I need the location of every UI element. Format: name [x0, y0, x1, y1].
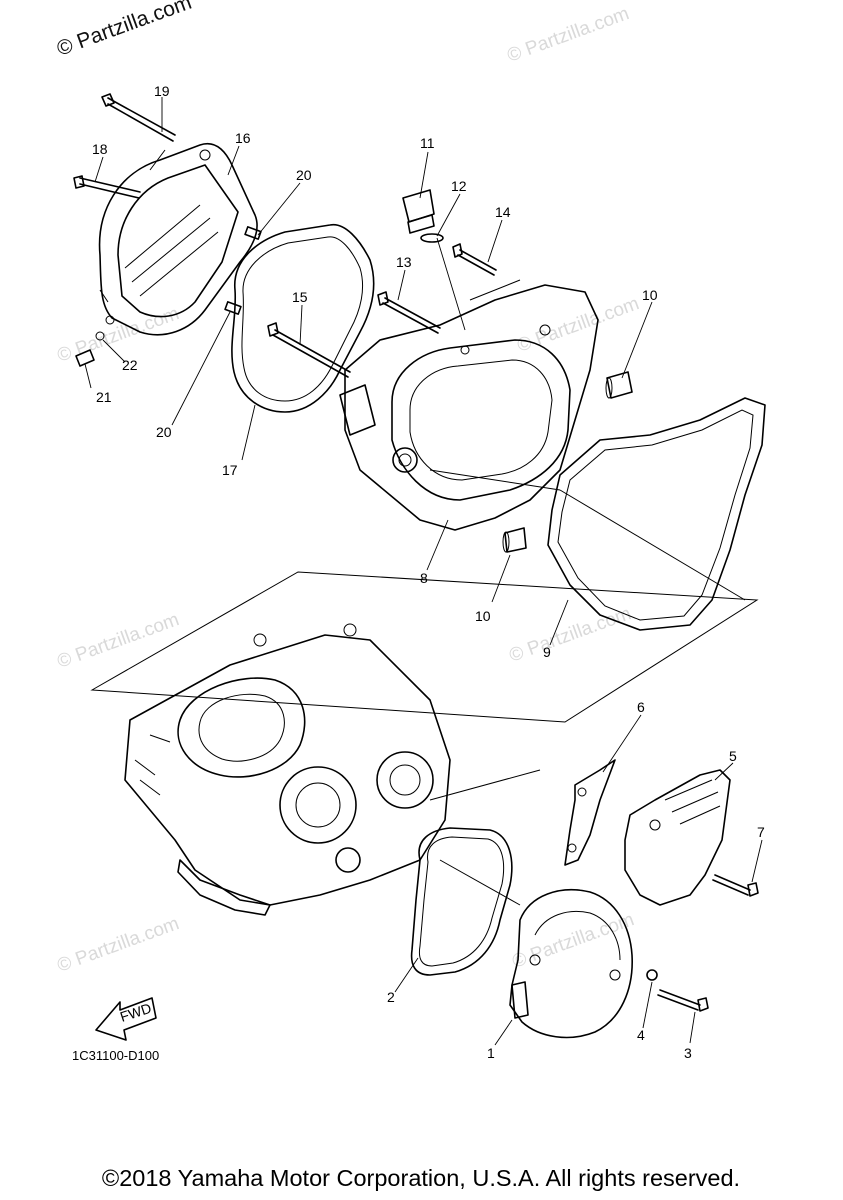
sprocket-cover [624, 769, 731, 906]
callout-number: 12 [451, 178, 467, 194]
crankcase-cover-gasket [547, 397, 766, 631]
generator-cover [509, 889, 633, 1039]
callout-number: 8 [420, 570, 428, 586]
callout-number: 5 [729, 748, 737, 764]
callout-number: 19 [154, 83, 170, 99]
callout-number: 7 [757, 824, 765, 840]
callout-number: 6 [637, 699, 645, 715]
crankcase-cover [339, 284, 599, 531]
callout-number: 13 [396, 254, 412, 270]
callout-number: 9 [543, 644, 551, 660]
watermark: © Partzilla.com [515, 293, 642, 357]
callout-labels: 1 2 3 4 5 6 7 8 9 10 10 11 12 13 14 15 1… [92, 83, 765, 1061]
callout-number: 20 [296, 167, 312, 183]
clutch-cover [98, 143, 258, 336]
leader-lines [84, 97, 763, 1046]
watermark: © Partzilla.com [55, 609, 182, 673]
cover-bolts [73, 93, 262, 367]
generator-cover-gasket [410, 827, 513, 976]
watermark: © Partzilla.com [55, 913, 182, 977]
callout-number: 15 [292, 289, 308, 305]
watermark: © Partzilla.com [505, 3, 632, 67]
copyright-notice: ©2018 Yamaha Motor Corporation, U.S.A. A… [102, 1165, 740, 1191]
callout-number: 10 [475, 608, 491, 624]
crankcase [90, 571, 759, 916]
watermark: © Partzilla.com [507, 603, 634, 667]
callout-number: 4 [637, 1027, 645, 1043]
dowel-pins [502, 371, 633, 553]
callout-number: 21 [96, 389, 112, 405]
callout-number: 1 [487, 1045, 495, 1061]
cover-bolts-lower [646, 874, 759, 1012]
callout-number: 16 [235, 130, 251, 146]
callout-number: 22 [122, 357, 138, 373]
callout-number: 17 [222, 462, 238, 478]
cover-plate [564, 759, 616, 866]
callout-number: 20 [156, 424, 172, 440]
callout-number: 11 [420, 135, 435, 151]
clutch-cover-gasket [231, 224, 375, 413]
watermark-group: © Partzilla.com © Partzilla.com © Partzi… [55, 3, 642, 977]
diagram-code: 1C31100-D100 [72, 1048, 159, 1063]
filler-cap [267, 189, 497, 378]
watermark-top: © Partzilla.com [54, 0, 195, 61]
callout-number: 14 [495, 204, 511, 220]
watermark: © Partzilla.com [510, 909, 637, 973]
callout-number: 10 [642, 287, 658, 303]
callout-number: 18 [92, 141, 108, 157]
callout-number: 2 [387, 989, 395, 1005]
callout-number: 3 [684, 1045, 692, 1061]
fwd-arrow-icon: FWD [95, 997, 157, 1041]
